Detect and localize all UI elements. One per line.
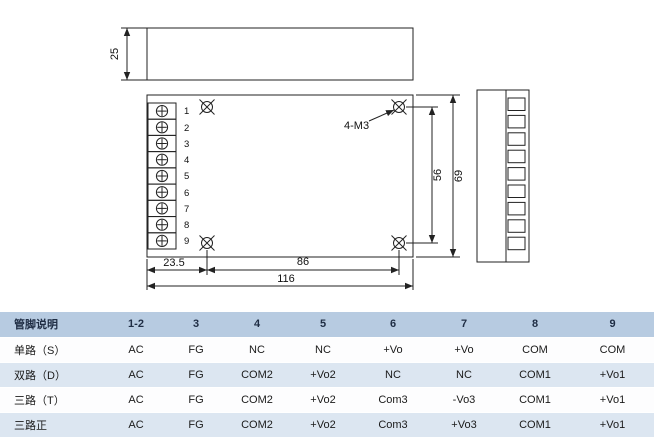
- pin-cell: AC: [105, 412, 167, 438]
- pin-cell: +Vo: [357, 337, 429, 363]
- pin-cell: AC: [105, 387, 167, 413]
- header-col-8: 8: [499, 312, 571, 338]
- table-row-triple-positive: 三路正 AC FG COM2 +Vo2 Com3 +Vo3 COM1 +Vo1: [0, 412, 654, 438]
- pin-description-table: 管脚说明 1-2 3 4 5 6 7 8 9 单路（S） AC FG NC NC…: [0, 312, 654, 438]
- pin-cell: COM: [571, 337, 654, 363]
- terminal-strip: [147, 102, 177, 250]
- pin-cell: FG: [167, 412, 225, 438]
- pin-cell: FG: [167, 337, 225, 363]
- pin-cell: +Vo2: [289, 412, 357, 438]
- pin-cell: +Vo1: [571, 412, 654, 438]
- pin-cell: COM2: [225, 412, 289, 438]
- header-col-4: 4: [225, 312, 289, 338]
- terminal-number: 2: [184, 123, 189, 134]
- terminal-number: 1: [184, 106, 189, 117]
- row-label: 双路（D）: [0, 362, 105, 388]
- terminal-number: 6: [184, 188, 189, 199]
- pin-cell: +Vo2: [289, 362, 357, 388]
- pin-cell: +Vo3: [429, 412, 499, 438]
- dim-top-height: 25: [109, 27, 147, 81]
- terminal-number: 3: [184, 139, 189, 150]
- hole-callout-label: 4-M3: [344, 120, 369, 132]
- dim-69-label: 69: [453, 170, 465, 182]
- terminal-number: 5: [184, 171, 189, 182]
- side-view: [476, 89, 530, 263]
- dim-116-label: 116: [277, 273, 295, 285]
- technical-drawing: 25 1 2 3: [109, 27, 530, 290]
- pin-cell: COM1: [499, 387, 571, 413]
- header-pin-desc: 管脚说明: [0, 312, 105, 338]
- terminal-number: 8: [184, 220, 189, 231]
- front-view: 1 2 3 4 5 6 7 8 9: [146, 94, 414, 258]
- header-col-6: 6: [357, 312, 429, 338]
- pin-cell: -Vo3: [429, 387, 499, 413]
- table-row-triple: 三路（T） AC FG COM2 +Vo2 Com3 -Vo3 COM1 +Vo…: [0, 387, 654, 413]
- pin-cell: AC: [105, 362, 167, 388]
- top-view: [146, 27, 414, 81]
- terminal-numbers: 1 2 3 4 5 6 7 8 9: [184, 106, 189, 247]
- side-view-terminals: [507, 97, 526, 251]
- dim-body-height: 69: [416, 94, 465, 258]
- pin-cell: Com3: [357, 387, 429, 413]
- header-col-1-2: 1-2: [105, 312, 167, 338]
- pin-cell: NC: [429, 362, 499, 388]
- table-header-row: 管脚说明 1-2 3 4 5 6 7 8 9: [0, 312, 654, 338]
- terminal-number: 7: [184, 204, 189, 215]
- pin-cell: FG: [167, 362, 225, 388]
- pin-cell: COM2: [225, 387, 289, 413]
- header-col-3: 3: [167, 312, 225, 338]
- table-row-single: 单路（S） AC FG NC NC +Vo +Vo COM COM: [0, 337, 654, 363]
- pin-cell: NC: [225, 337, 289, 363]
- header-col-7: 7: [429, 312, 499, 338]
- mounting-holes: [199, 99, 407, 251]
- pin-cell: AC: [105, 337, 167, 363]
- dim-23-5-label: 23.5: [163, 257, 184, 269]
- dim-bottom: 23.5 86 116: [146, 250, 414, 290]
- dim-hole-spacing-vertical: 56: [406, 106, 444, 244]
- pin-cell: NC: [357, 362, 429, 388]
- table-row-dual: 双路（D） AC FG COM2 +Vo2 NC NC COM1 +Vo1: [0, 362, 654, 388]
- dim-86-label: 86: [297, 256, 309, 268]
- dimension-drawing-svg: 25 1 2 3: [109, 27, 530, 290]
- terminal-number: 4: [184, 155, 189, 166]
- pin-cell: +Vo1: [571, 362, 654, 388]
- dim-56-label: 56: [432, 169, 444, 181]
- pin-cell: +Vo1: [571, 387, 654, 413]
- dim-25-label: 25: [109, 48, 121, 60]
- header-col-9: 9: [571, 312, 654, 338]
- hole-callout: 4-M3: [344, 109, 395, 132]
- pin-cell: NC: [289, 337, 357, 363]
- pin-cell: COM: [499, 337, 571, 363]
- row-label: 单路（S）: [0, 337, 105, 363]
- pin-cell: COM1: [499, 412, 571, 438]
- pin-cell: +Vo2: [289, 387, 357, 413]
- pin-cell: Com3: [357, 412, 429, 438]
- pin-cell: COM1: [499, 362, 571, 388]
- pin-cell: +Vo: [429, 337, 499, 363]
- terminal-number: 9: [184, 236, 189, 247]
- header-col-5: 5: [289, 312, 357, 338]
- row-label: 三路正: [0, 412, 105, 438]
- pin-cell: COM2: [225, 362, 289, 388]
- row-label: 三路（T）: [0, 387, 105, 413]
- pin-cell: FG: [167, 387, 225, 413]
